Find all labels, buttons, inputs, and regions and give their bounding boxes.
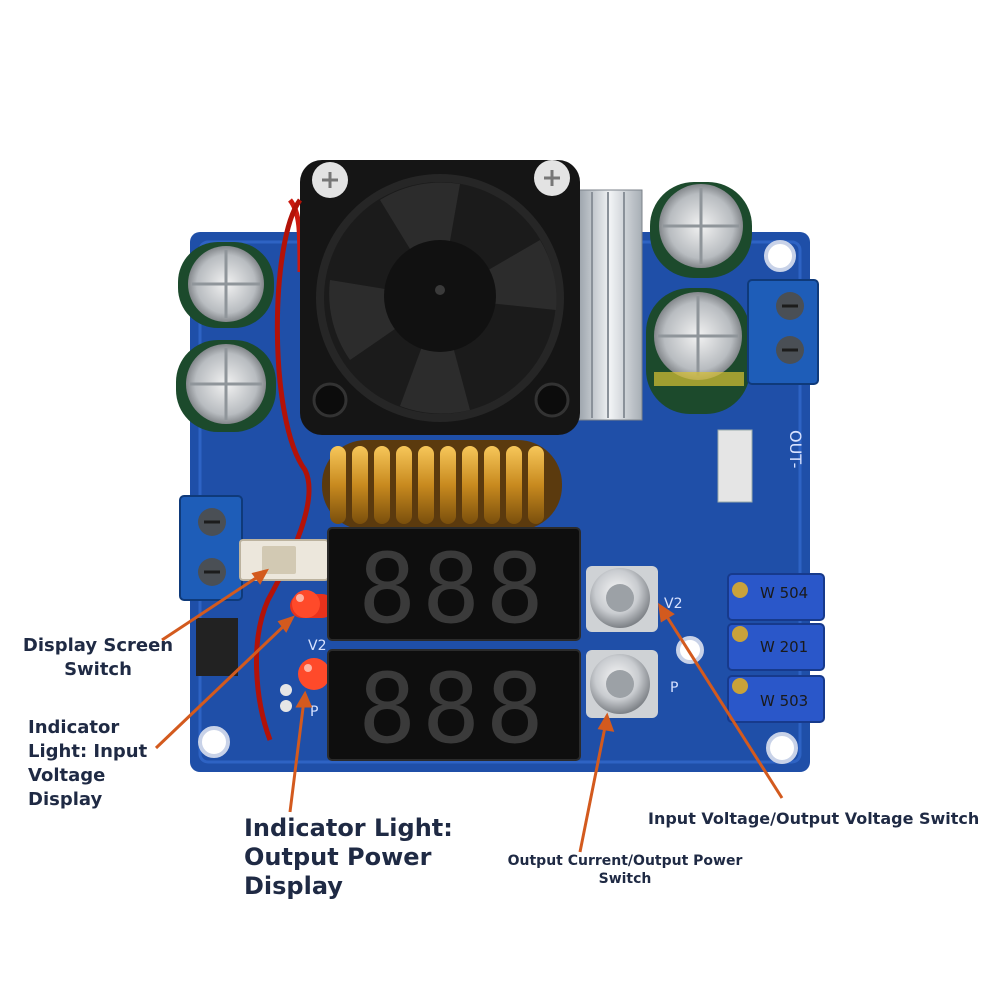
svg-text:W 504: W 504 [760, 584, 808, 602]
svg-text:888: 888 [358, 653, 549, 765]
fan-wire [253, 198, 312, 741]
mount-hole [766, 732, 798, 764]
capacitor [650, 182, 752, 278]
voltage-switch-button[interactable] [586, 566, 658, 632]
potentiometer-201[interactable]: W 201 [727, 623, 825, 671]
svg-text:W 201: W 201 [760, 638, 808, 656]
callout-output-power-light: Indicator Light: Output Power Display [244, 814, 453, 900]
callout-arrows [154, 568, 784, 853]
potentiometer-503[interactable]: W 503 [727, 675, 825, 723]
input-voltage-led [290, 590, 334, 618]
mount-hole [198, 726, 230, 758]
svg-text:W 503: W 503 [760, 692, 808, 710]
heatsink [577, 189, 643, 421]
output-power-led [298, 658, 330, 690]
input-terminal-block [179, 495, 243, 601]
svg-text:888: 888 [358, 533, 549, 645]
capacitor [646, 288, 750, 414]
callout-input-voltage-light: Indicator Light: Input Voltage Display [28, 717, 148, 810]
cooling-fan [287, 160, 580, 435]
lower-seven-segment-display: 888 [327, 649, 581, 765]
mount-hole [764, 240, 796, 272]
out-minus-mark: OUT- [786, 430, 805, 468]
display-screen-switch[interactable] [239, 539, 329, 581]
inductor-coil [322, 440, 562, 530]
output-terminal-block [747, 279, 819, 385]
p-button-mark: P [670, 680, 678, 696]
capacitor [176, 340, 276, 432]
p-led-mark: P [310, 704, 318, 720]
callout-display-screen-switch: Display Screen Switch [22, 635, 174, 680]
callout-current-power-switch: Output Current/Output Power Switch [507, 853, 743, 887]
v2-led-mark: V2 [308, 638, 326, 654]
callout-voltage-switch: Input Voltage/Output Voltage Switch [648, 809, 980, 828]
upper-seven-segment-display: 888 [327, 527, 581, 645]
current-power-switch-button[interactable] [586, 650, 658, 718]
capacitor [178, 242, 274, 328]
v2-button-mark: V2 [664, 596, 682, 612]
potentiometer-504[interactable]: W 504 [727, 573, 825, 621]
ic-chip [196, 618, 238, 676]
shunt-resistor [717, 429, 753, 503]
